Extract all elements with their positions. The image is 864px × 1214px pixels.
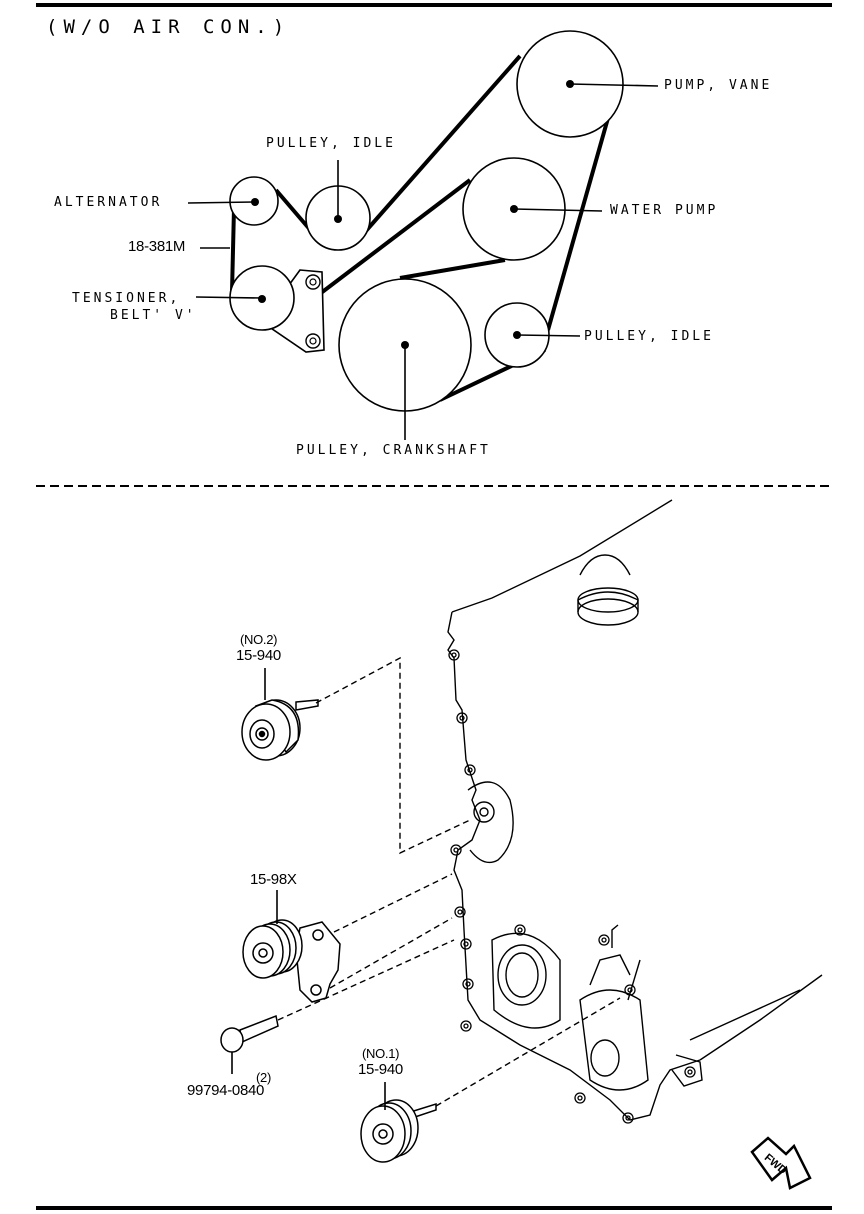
- belt-routing-diagram: [187, 30, 659, 440]
- top-border-line: [36, 3, 832, 7]
- engine-front-cover: [447, 499, 823, 1124]
- bottom-border-line: [36, 1206, 832, 1210]
- callout-idler-no2-tag: (NO.2): [240, 632, 278, 647]
- label-tensioner-line2: BELT' V': [110, 308, 197, 323]
- label-pump-vane: PUMP, VANE: [664, 78, 773, 93]
- idler-pulley-no2: [241, 699, 319, 761]
- belt-tensioner-assembly: [242, 919, 341, 1003]
- tensioner-bolt-lower: [305, 333, 321, 349]
- label-belt-part-number: 18-381M: [128, 238, 186, 255]
- label-tensioner-line1: TENSIONER,: [72, 291, 181, 306]
- callout-idler-no1-tag: (NO.1): [362, 1046, 400, 1061]
- callout-bolt-qty: (2): [256, 1070, 271, 1085]
- label-alternator: ALTERNATOR: [54, 195, 163, 210]
- label-water-pump: WATER PUMP: [610, 203, 719, 218]
- heading-wo-air-con: (W/O AIR CON.): [46, 16, 291, 38]
- tensioner-bolt-upper: [305, 274, 321, 290]
- callout-tensioner-part: 15-98X: [250, 871, 297, 888]
- callout-leaders: [231, 668, 386, 1110]
- idler-pulley-no1: [360, 1099, 437, 1163]
- callout-bolt-part: 99794-0840: [187, 1082, 265, 1099]
- label-pulley-crankshaft: PULLEY, CRANKSHAFT: [296, 443, 491, 458]
- leader-lines: [187, 83, 659, 440]
- fwd-arrow-icon: FWD: [750, 1136, 812, 1190]
- callout-idler-no2-part: 15-940: [236, 647, 281, 664]
- label-pulley-idle-top: PULLEY, IDLE: [266, 136, 396, 151]
- bolt-99794-0840: [220, 1014, 279, 1053]
- callout-idler-no1-part: 15-940: [358, 1061, 403, 1078]
- label-pulley-idle-right: PULLEY, IDLE: [584, 329, 714, 344]
- assembly-dashed-lines: [277, 656, 621, 1107]
